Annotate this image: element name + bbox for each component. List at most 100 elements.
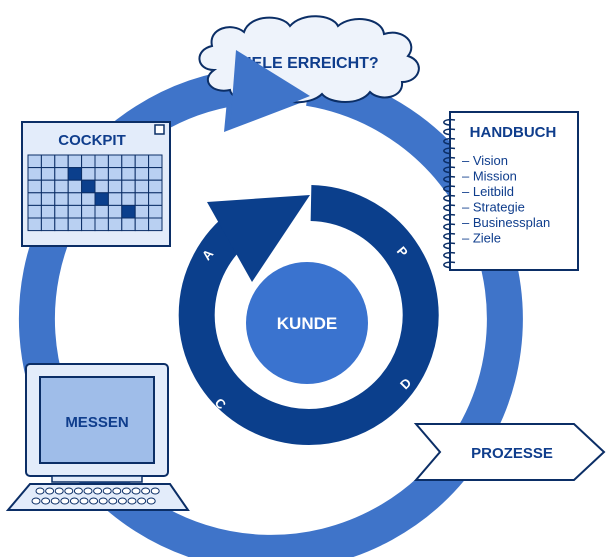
spiral-ring (443, 185, 456, 193)
grid-cell (121, 154, 136, 169)
grid-cell (81, 217, 96, 232)
grid-cell (54, 179, 69, 194)
keyboard-key (98, 497, 108, 505)
spiral-ring (443, 261, 456, 269)
grid-cell (148, 217, 163, 232)
handbook-item: – Vision (462, 153, 508, 168)
keyboard-key (127, 497, 137, 505)
goal-cloud-label: ZIELE ERREICHT? (237, 55, 378, 72)
grid-cell (134, 204, 150, 219)
grid-cell (81, 167, 96, 181)
grid-cell (67, 192, 83, 206)
keyboard-key (108, 497, 118, 505)
grid-cell (148, 204, 163, 219)
grid-cell (67, 154, 83, 169)
grid-cell (40, 167, 56, 181)
grid-cell (27, 179, 42, 194)
grid-cell (94, 167, 109, 181)
grid-cell (27, 167, 42, 181)
keyboard-key (69, 497, 79, 505)
grid-cell (40, 204, 56, 219)
grid-cell (148, 192, 163, 206)
grid-cell (107, 192, 123, 206)
grid-cell (40, 192, 56, 206)
spiral-ring (443, 128, 456, 136)
window-box-icon (154, 124, 165, 135)
spiral-ring (443, 242, 456, 250)
keyboard-key (112, 487, 122, 495)
grid-cell (54, 217, 69, 232)
handbook-item: – Leitbild (462, 184, 514, 199)
keyboard-key (64, 487, 74, 495)
grid-cell (54, 192, 69, 206)
grid-cell (107, 204, 123, 219)
spiral-ring (443, 194, 456, 202)
grid-cell (107, 179, 123, 194)
outer-cycle-arrowhead-top (230, 50, 310, 128)
process-chevron (413, 423, 606, 481)
grid-cell (81, 192, 96, 206)
spiral-ring (443, 137, 456, 145)
spiral-ring (443, 118, 456, 126)
keyboard-key (102, 487, 112, 495)
handbook-items: – Vision– Mission– Leitbild– Strategie– … (462, 153, 550, 246)
grid-cell (67, 204, 83, 219)
spiral-ring (443, 175, 456, 183)
grid-cell (121, 192, 136, 206)
center-label: KUNDE (277, 314, 337, 333)
grid-cell (27, 154, 42, 169)
cockpit-title: COCKPIT (58, 132, 126, 149)
keyboard-key (73, 487, 83, 495)
grid-cell (134, 192, 150, 206)
spiral-ring (443, 251, 456, 259)
grid-cell (81, 179, 96, 194)
grid-cell (81, 204, 96, 219)
grid-cell (134, 217, 150, 232)
keyboard-key (121, 487, 131, 495)
grid-cell (54, 154, 69, 169)
grid-cell (94, 179, 109, 194)
keyboard-key (79, 497, 89, 505)
inner-pdca-ring (178, 185, 439, 445)
keyboard-key (89, 497, 99, 505)
spiral-ring (443, 156, 456, 164)
grid-cell (148, 179, 163, 194)
grid-cell (81, 154, 96, 169)
spiral-ring (443, 223, 456, 231)
spiral-ring (443, 232, 456, 240)
keyboard-key (54, 487, 64, 495)
spiral-ring (443, 147, 456, 155)
handbook-notebook (443, 111, 579, 271)
grid-cell (134, 179, 150, 194)
keyboard-key (60, 497, 70, 505)
grid-cell (121, 179, 136, 194)
inner-pdca-arrowhead (207, 195, 310, 282)
grid-cell (121, 204, 136, 219)
grid-cell (40, 154, 56, 169)
grid-cell (27, 204, 42, 219)
keyboard-key (41, 497, 51, 505)
grid-cell (94, 217, 109, 232)
grid-cell (27, 217, 42, 232)
keyboard-key (35, 487, 45, 495)
spiral-ring (443, 166, 456, 174)
spiral-binding (443, 118, 456, 269)
grid-cell (107, 167, 123, 181)
grid-cell (107, 154, 123, 169)
grid-cell (67, 167, 83, 181)
grid-cell (148, 167, 163, 181)
cockpit-grid (27, 154, 163, 232)
grid-cell (27, 192, 42, 206)
grid-cell (40, 217, 56, 232)
process-label: PROZESSE (471, 445, 553, 462)
computer-monitor (25, 363, 169, 483)
grid-cell (67, 217, 83, 232)
grid-cell (121, 217, 136, 232)
keyboard (5, 483, 190, 511)
handbook-item: – Businessplan (462, 215, 550, 230)
keyboard-key (83, 487, 93, 495)
keyboard-key (141, 487, 151, 495)
handbook-item: – Strategie (462, 200, 525, 215)
grid-cell (107, 217, 123, 232)
